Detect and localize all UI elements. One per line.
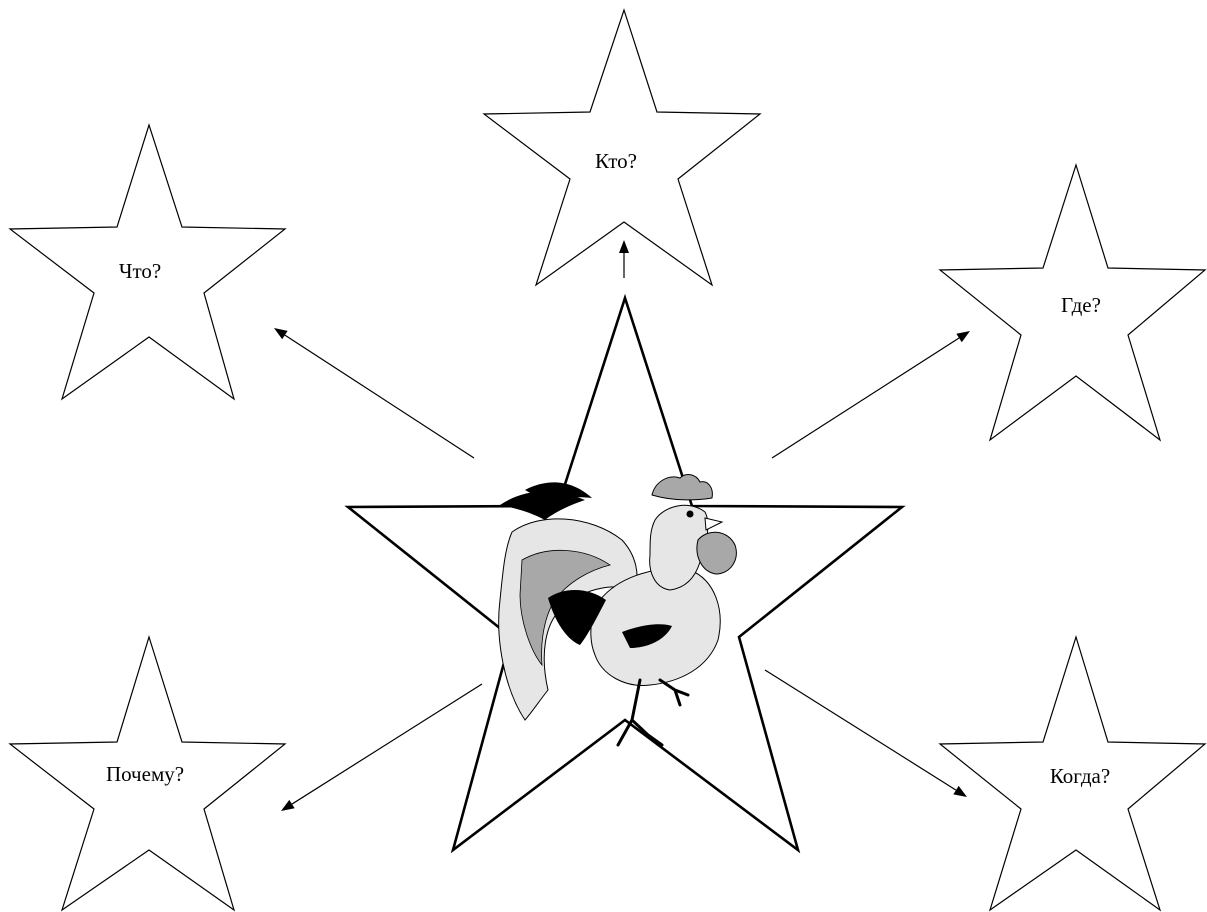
arrow-to-kto (619, 240, 629, 278)
arrow-shaft (772, 338, 959, 458)
question-label-kogda: Когда? (1050, 764, 1110, 788)
arrow-head (619, 240, 629, 253)
arrow-shaft (292, 684, 482, 804)
arrow-shaft (285, 335, 474, 458)
question-label-kto: Кто? (595, 149, 637, 173)
question-star-pochemu: Почему? (10, 637, 285, 910)
question-label-gde: Где? (1061, 293, 1101, 317)
arrow-to-kogda (765, 670, 967, 797)
arrow-head (956, 331, 970, 342)
question-label-pochemu: Почему? (106, 762, 184, 786)
question-star-chto: Что? (10, 125, 285, 399)
center-star (348, 298, 902, 850)
arrow-shaft (765, 670, 956, 790)
arrow-to-pochemu (281, 684, 482, 811)
question-star-kto: Кто? (484, 10, 760, 285)
question-label-chto: Что? (119, 259, 161, 283)
question-star-outline (484, 10, 760, 285)
arrow-to-chto (274, 328, 474, 458)
arrow-head (281, 800, 295, 811)
arrow-to-gde (772, 331, 970, 458)
arrow-head (274, 328, 288, 339)
question-star-gde: Где? (940, 165, 1205, 440)
rooster-eye (687, 511, 694, 518)
arrow-head (953, 786, 967, 797)
question-star-kogda: Когда? (940, 637, 1205, 910)
